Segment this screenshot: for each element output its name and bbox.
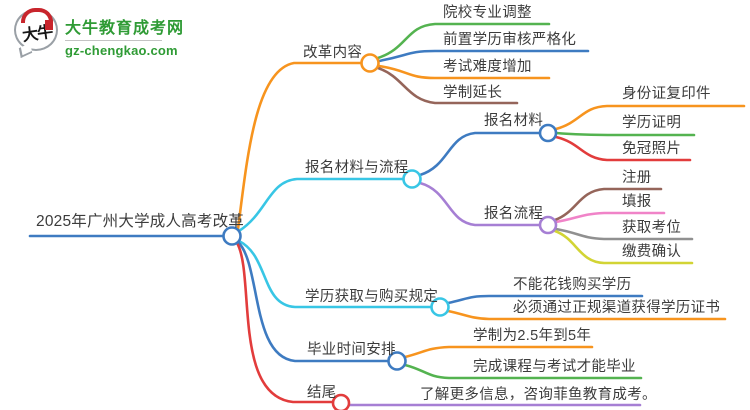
connector-leaf-id-copy [554, 104, 746, 131]
logo-red-arc-icon [21, 8, 53, 23]
process-node-handle [538, 215, 558, 235]
materials-node-handle [538, 123, 558, 143]
connector-leaf-school-major-adjust [376, 22, 551, 60]
materials-process-node-handle [402, 169, 422, 189]
leaf-exam-difficulty-label: 考试难度增加 [443, 59, 532, 75]
leaf-no-buying-degree-label: 不能花钱购买学历 [513, 277, 632, 293]
branch-graduation-label: 毕业时间安排 [307, 342, 396, 358]
connector-leaf-get-seat [554, 227, 694, 241]
leaf-school-major-adjust-label: 院校专业调整 [443, 5, 532, 21]
connector-leaf-photo [554, 135, 692, 162]
branch-degree-rules-label: 学历获取与购买规定 [305, 289, 439, 305]
leaf-register-label: 注册 [622, 170, 652, 186]
connector-leaf-complete-courses [403, 363, 643, 380]
degree-rules-node-handle [430, 297, 450, 317]
connector-leaf-prior-degree-review [377, 49, 590, 63]
logo-speech-bubble-icon: 大牛 [14, 8, 58, 58]
graduation-node-handle [387, 351, 407, 371]
connector-leaf-formal-channels [446, 309, 727, 321]
connector-leaf-schooling-years [403, 345, 594, 359]
leaf-pay-confirm-label: 缴费确认 [622, 244, 682, 260]
connector-branch-degree-rules [237, 239, 433, 309]
leaf-photo-label: 免冠照片 [622, 141, 682, 157]
branch-ending-label: 结尾 [307, 385, 337, 401]
connector-leaf-register [553, 187, 663, 222]
leaf-fill-in-label: 填报 [622, 194, 652, 210]
leaf-more-info-label: 了解更多信息，咨询菲鱼教育成考。 [420, 387, 657, 403]
root-node-handle [222, 226, 242, 246]
branch-reform-label: 改革内容 [303, 45, 363, 61]
connector-leaf-degree-proof [554, 131, 696, 137]
connector-branch-materials-process [237, 177, 405, 233]
connector-branch-ending [235, 241, 335, 404]
leaf-formal-channels-label: 必须通过正规渠道获得学历证书 [513, 300, 721, 316]
connector-leaf-pay-confirm [553, 229, 694, 265]
leaf-complete-courses-label: 完成课程与考试才能毕业 [473, 359, 636, 375]
reform-node-handle [360, 53, 380, 73]
connector-leaf-fill-in [554, 211, 666, 224]
connector-leaf-schooling-extended [376, 66, 519, 105]
leaf-degree-proof-label: 学历证明 [622, 115, 682, 131]
leaf-schooling-extended-label: 学制延长 [443, 85, 503, 101]
connector-leaf-exam-difficulty [377, 64, 551, 80]
leaf-get-seat-label: 获取考位 [622, 220, 682, 236]
connector-branch-graduation [236, 240, 391, 363]
logo-text-block: 大牛教育成考网 gz-chengkao.com [65, 9, 184, 58]
connector-sub-process [418, 181, 542, 227]
logo-brand-name: 大牛教育成考网 [65, 20, 185, 37]
logo-seal-icon [45, 20, 53, 30]
branch-materials-process-label: 报名材料与流程 [305, 160, 409, 176]
sub-materials-label: 报名材料 [484, 113, 544, 129]
logo-domain: gz-chengkao.com [65, 43, 178, 58]
logo-divider [65, 40, 162, 41]
connector-leaf-no-buying-degree [446, 294, 644, 305]
sub-process-label: 报名流程 [484, 206, 544, 222]
site-logo: 大牛 大牛教育成考网 gz-chengkao.com [14, 8, 184, 58]
leaf-id-copy-label: 身份证复印件 [622, 86, 711, 102]
connector-branch-reform [236, 61, 363, 231]
leaf-schooling-years-label: 学制为2.5年到5年 [473, 328, 592, 344]
connector-sub-materials [418, 131, 542, 177]
root-node-label: 2025年广州大学成人高考改革 [36, 213, 244, 230]
leaf-prior-degree-review-label: 前置学历审核严格化 [443, 32, 577, 48]
ending-node-handle [331, 393, 351, 410]
